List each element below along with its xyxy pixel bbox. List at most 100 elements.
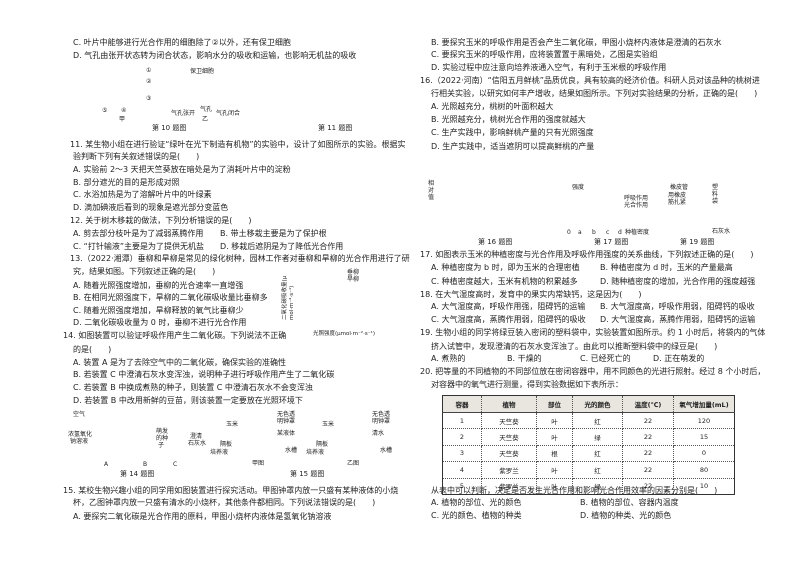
table-cell: 22 xyxy=(622,428,674,446)
chart16-point xyxy=(474,172,479,177)
q16-option-b[interactable]: B. 光照越充分，桃树光合作用的强度就越大 xyxy=(431,115,586,124)
table-cell: 红 xyxy=(572,412,623,430)
chart13-series-line xyxy=(315,286,384,318)
chart16-ylabel: 相对值 xyxy=(428,180,435,201)
q10-option-d[interactable]: D. 气孔由张开状态转为闭合状态，影响水分的吸收和运输，也影响无机盐的吸收 xyxy=(73,51,357,60)
q13-option-b[interactable]: B. 在相同光照强度下，旱柳的二氧化碳吸收量比垂柳多 xyxy=(73,293,268,302)
fig17-ylabel: 强度 xyxy=(572,184,585,191)
q19-option-c[interactable]: C. 已经死亡的 xyxy=(580,354,631,363)
q12-option-c[interactable]: C. “打针输液”主要是为了提供无机盐 xyxy=(73,242,204,251)
q19-option-b[interactable]: B. 干燥的 xyxy=(507,354,542,363)
q18-option-a[interactable]: A. 大气湿度高，呼吸作用强，阻碍钙的运输 xyxy=(431,302,586,311)
q20-option-d[interactable]: D. 植物的种类、光的颜色 xyxy=(580,511,672,520)
table-cell: 2 xyxy=(442,428,482,446)
label-stoma: 气孔 xyxy=(200,106,213,113)
q16-option-a[interactable]: A. 光照越充分，桃树的叶面积越大 xyxy=(431,102,554,111)
q16-option-d[interactable]: D. 生产实践中，适当遮阴可以提高鲜桃的产量 xyxy=(431,142,595,151)
label-corn-jia: 玉米 xyxy=(226,421,239,428)
q15-option-c[interactable]: C. 要探究玉米的呼吸作用，应将装置置于黑暗处，乙图是实验组 xyxy=(431,50,658,59)
q14-option-b[interactable]: B. 若装置 C 中澄清石灰水变浑浊，说明种子进行呼吸作用产生了二氧化碳 xyxy=(73,370,335,379)
q20-stem: 20. 把等量的不同植物的不同部位放在密闭容器中，用不同颜色的光进行照射。经过 … xyxy=(420,367,766,376)
q15-option-b[interactable]: B. 要探究玉米的呼吸作用是否会产生二氧化碳，甲图小烧杯内液体是澄清的石灰水 xyxy=(431,38,722,47)
q14-option-d[interactable]: D. 若装置 B 中改用新鲜的豆苗，则该装置一定要放在光照环境下 xyxy=(73,396,303,405)
chart16-series-line xyxy=(457,174,533,200)
label-jia-figure: 甲图 xyxy=(252,460,265,467)
q17-option-c[interactable]: C. 种植密度越大，玉米有机物的积累越多 xyxy=(431,277,578,286)
label-4: ④ xyxy=(121,107,127,114)
chart16-axes xyxy=(447,156,540,221)
label-bell-1-yi: 无色透 xyxy=(372,411,391,418)
fig17-a: a xyxy=(578,229,582,236)
chart16-point xyxy=(530,197,534,202)
chart13-xtick-label: 1 500 xyxy=(375,321,391,327)
q10-option-c[interactable]: C. 叶片中能够进行光合作用的细胞除了②以外，还有保卫细胞 xyxy=(73,38,291,47)
q13-option-d[interactable]: D. 二氧化碳吸收量为 0 时，垂柳不进行光合作用 xyxy=(73,318,247,327)
fig17-c: c xyxy=(606,229,610,236)
q20-option-c[interactable]: C. 光的颜色、植物的种类 xyxy=(431,511,522,520)
q12-option-b[interactable]: B. 带土移栽主要是为了保护根 xyxy=(220,229,327,238)
label-seed-2: 的种 xyxy=(156,435,169,442)
q15-option-a[interactable]: A. 要探究二氧化碳是光合作用的原料，甲图小烧杯内液体是氢氧化钠溶液 xyxy=(73,512,332,521)
table-cell: 天竺葵 xyxy=(481,412,537,430)
chart16-point xyxy=(493,188,497,192)
label-a: A xyxy=(104,461,109,468)
table-cell: 紫罗兰 xyxy=(481,461,537,479)
q11-option-a[interactable]: A. 实验前 2～3 天把天竺葵放在暗处是为了消耗叶片中的淀粉 xyxy=(73,165,291,174)
fig17-photosynthesis-label: 光合作用 xyxy=(624,202,649,209)
q16-option-c[interactable]: C. 生产实践中，影响鲜桃产量的只有光照强度 xyxy=(431,128,594,137)
q20-option-b[interactable]: B. 植物的部位、容器内温度 xyxy=(580,498,679,507)
q11-option-c[interactable]: C. 水浴加热是为了溶解叶片中的叶绿素 xyxy=(73,190,212,199)
q13-option-a[interactable]: A. 随着光照强度增加，垂柳的光合速率一直增强 xyxy=(73,281,244,290)
q11-option-b[interactable]: B. 部分遮光的目的是形成对照 xyxy=(73,178,180,187)
chart13-xtick-label: 500 xyxy=(328,321,339,327)
q14-option-a[interactable]: A. 装置 A 是为了去除空气中的二氧化碳，确保实验的准确性 xyxy=(73,358,286,367)
q16-stem-cont: 行相关实验，以研究如何丰产增收，结果如图所示。下列对实验结果的分析，正确的是( … xyxy=(431,89,758,98)
q18-option-c[interactable]: C. 大气湿度高，蒸腾作用弱，阻碍钙的吸收 xyxy=(431,315,586,324)
label-yi-figure: 乙图 xyxy=(347,460,360,467)
q17-option-a[interactable]: A. 种植密度为 b 时，即为玉米的合理密植 xyxy=(431,263,580,272)
table-cell: 120 xyxy=(673,412,735,430)
q12-option-d[interactable]: D. 移栽后遮阴是为了降低光合作用 xyxy=(220,242,344,251)
q17-option-d[interactable]: D. 随种植密度的增加，光合作用的强度越强 xyxy=(600,277,756,286)
table-cell: 3 xyxy=(442,445,482,463)
q20-stem-cont: 对容器中的氧气进行测量，得到实验数据如下表所示： xyxy=(431,380,623,389)
chart16-point xyxy=(456,206,460,211)
column-header: 部位 xyxy=(536,395,573,413)
chart16-point xyxy=(493,180,497,184)
chart16-ytick-label: 25 xyxy=(439,178,446,184)
fig17-d: d xyxy=(618,229,622,236)
q12-option-a[interactable]: A. 剪去部分枝叶是为了减弱蒸腾作用 xyxy=(73,229,204,238)
table-header-row: 容器 植物 部位 光的颜色 温度(℃) 氧气增加量(mL) xyxy=(442,395,735,413)
chart16-ytick-label: 10 xyxy=(439,209,446,215)
label-2: ② xyxy=(146,78,152,85)
q18-stem: 18. 在大气湿度高时，发育中的果实内常缺钙，这是因为( ) xyxy=(420,290,642,299)
label-tank-yi: 水槽 xyxy=(380,447,393,454)
q11-option-d[interactable]: D. 滴加碘液后看到的现象是遮光部分变蓝色 xyxy=(73,203,229,212)
q17-option-b[interactable]: B. 种植密度为 d 时，玉米的产量最高 xyxy=(600,263,733,272)
figure-17-caption: 第 17 题图 xyxy=(594,238,629,246)
q14-stem: 14. 如图装置可以验证呼吸作用产生二氧化碳。下列说法不正确 xyxy=(63,331,287,340)
q17-stem: 17. 如图表示玉米的种植密度与光合作用及呼吸作用强度的关系曲线，下列叙述正确的… xyxy=(420,250,754,259)
q18-option-d[interactable]: D. 大气湿度高，蒸腾作用弱，阻碍钙的运输 xyxy=(600,315,756,324)
q18-option-b[interactable]: B. 大气湿度高，呼吸作用弱，阻碍钙的吸收 xyxy=(600,302,755,311)
q19-option-d[interactable]: D. 正在萌发的 xyxy=(653,354,705,363)
label-bag-3: 袋 xyxy=(712,198,719,205)
q14-option-c[interactable]: C. 若装置 B 中换成煮熟的种子，则装置 C 中澄清石灰水不会变浑浊 xyxy=(73,383,313,392)
q12-stem: 12. 关于树木移栽的做法，下列分析错误的是( ) xyxy=(70,216,252,225)
q19-option-a[interactable]: A. 煮熟的 xyxy=(431,354,466,363)
label-stoma-open: 气孔张开 xyxy=(171,110,196,117)
label-guard-cell: 保卫细胞 xyxy=(190,68,215,75)
q13-stem-cont: 究，结果如图。下列叙述正确的是( ) xyxy=(73,267,216,276)
chart13-legend-chuiliu: 垂柳 xyxy=(347,269,360,276)
chart13-axes xyxy=(307,272,387,318)
label-partition-yi: 隔板 xyxy=(316,441,329,448)
q20-option-a[interactable]: A. 植物的部位、光的颜色 xyxy=(431,498,522,507)
label-b: B xyxy=(143,461,148,468)
q13-option-c[interactable]: C. 随着光照强度增加，旱柳释放的氧气比垂柳少 xyxy=(73,306,244,315)
chart16-category-label: 遮阴 xyxy=(471,227,483,235)
label-bell-2-jia: 明钟罩 xyxy=(277,418,296,425)
chart13-ytick-label: 0 xyxy=(302,315,306,321)
q15-option-d[interactable]: D. 实验过程中应注意向培养液通入空气，有利于玉米根的呼吸作用 xyxy=(431,63,667,72)
